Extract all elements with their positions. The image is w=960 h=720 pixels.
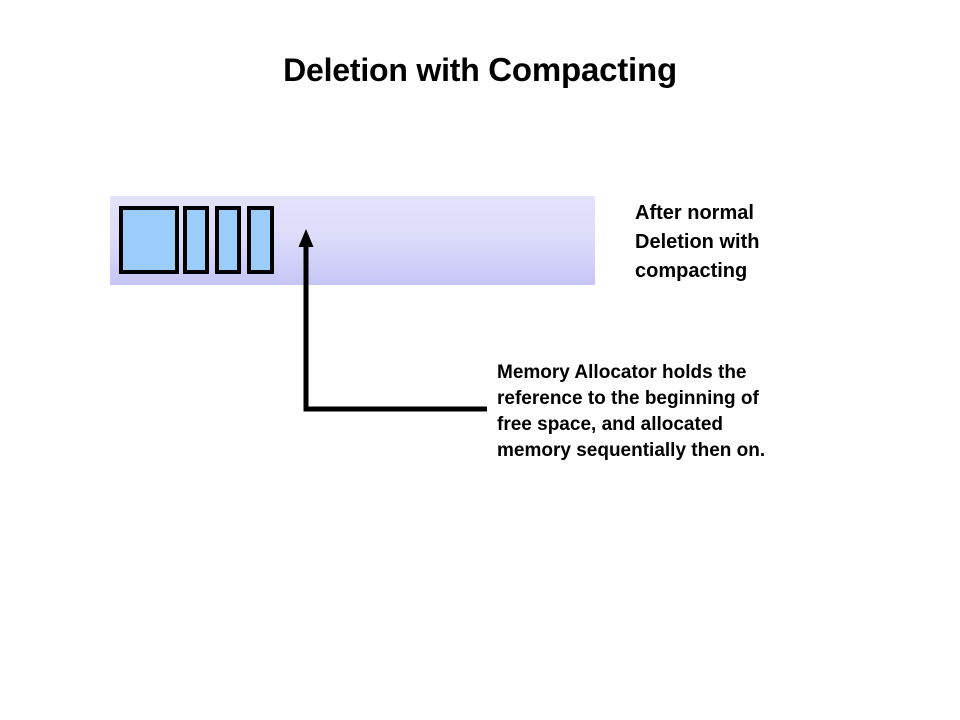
memory-block-1 — [119, 206, 179, 274]
after-label-line-1: After normal — [635, 202, 754, 224]
allocator-note-line-1: Memory Allocator holds the — [497, 362, 747, 383]
title-part-light: Deletion with — [283, 52, 489, 88]
allocator-note: Memory Allocator holds the reference to … — [497, 360, 827, 464]
allocator-note-line-2: reference to the beginning of — [497, 388, 759, 409]
memory-block-4 — [247, 206, 274, 274]
title-part-strong: Compacting — [488, 51, 677, 88]
memory-block-2 — [183, 206, 209, 274]
after-label-line-2: Deletion with — [635, 231, 760, 253]
page-title: Deletion with Compacting — [0, 50, 960, 90]
after-label-line-3: compacting — [635, 260, 748, 282]
after-deletion-label: After normal Deletion with compacting — [635, 199, 915, 286]
memory-block-3 — [215, 206, 241, 274]
allocator-note-line-3: free space, and allocated — [497, 414, 723, 435]
allocator-note-line-4: memory sequentially then on. — [497, 440, 766, 461]
memory-bar — [110, 196, 595, 285]
